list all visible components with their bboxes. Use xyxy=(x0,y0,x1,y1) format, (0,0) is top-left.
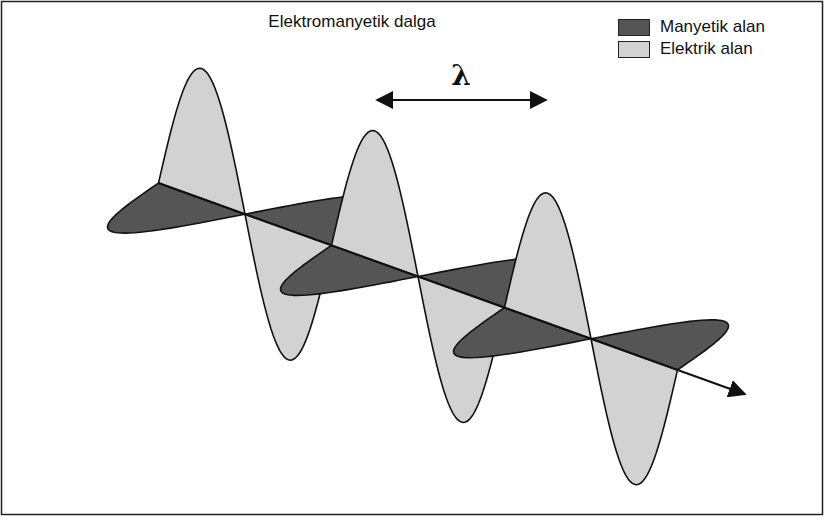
legend-row: Manyetik alan xyxy=(618,16,765,38)
wave-lobes xyxy=(108,68,745,484)
legend-box: Manyetik alanElektrik alan xyxy=(618,16,765,60)
legend-row: Elektrik alan xyxy=(618,38,765,60)
legend-swatch xyxy=(618,41,650,58)
title-holder: Elektromanyetik dalga xyxy=(0,12,704,32)
legend-swatch xyxy=(618,19,650,36)
diagram-title: Elektromanyetik dalga xyxy=(268,12,435,31)
electric-lobe xyxy=(505,193,592,339)
propagation-axis xyxy=(159,183,746,394)
wavelength-arrow xyxy=(377,99,546,101)
electric-lobe xyxy=(332,131,419,277)
electric-lobe xyxy=(159,68,246,214)
legend-text: Manyetik alan xyxy=(660,17,765,37)
legend-text: Elektrik alan xyxy=(660,39,753,59)
wavelength-label: λ xyxy=(451,59,471,92)
label-holder: λ xyxy=(451,60,471,92)
electric-lobe xyxy=(591,339,678,485)
